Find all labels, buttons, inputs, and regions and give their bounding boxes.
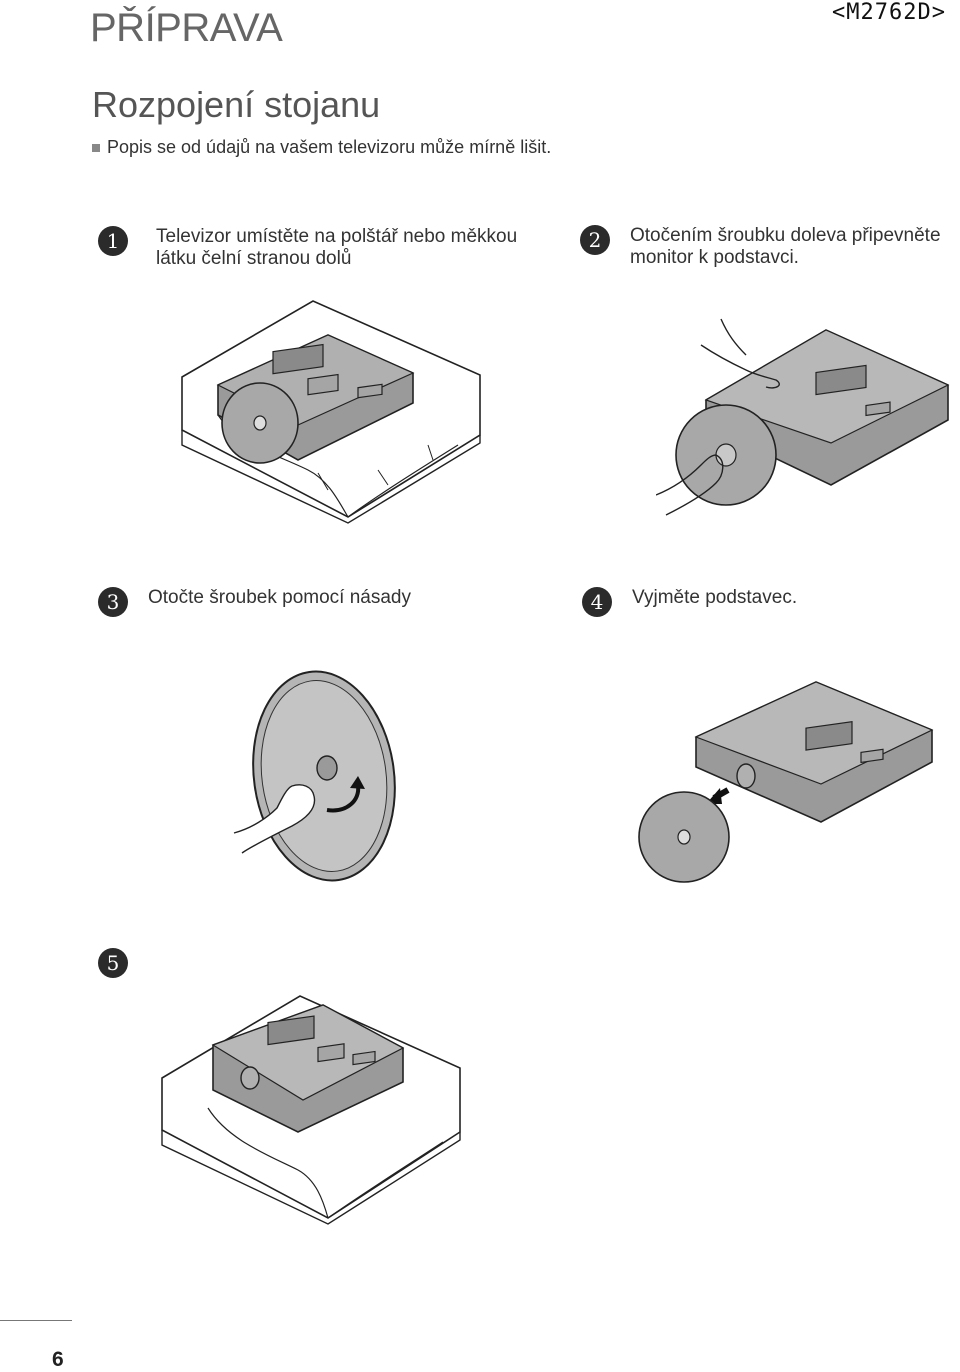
note-text-row: Popis se od údajů na vašem televizoru mů… xyxy=(92,137,551,158)
note-text: Popis se od údajů na vašem televizoru mů… xyxy=(107,137,552,157)
step-5-number-badge: 5 xyxy=(98,948,128,978)
monitor-on-cushion-without-stand-illustration xyxy=(161,995,461,1225)
step-5: 5 xyxy=(98,948,128,978)
page-number: 6 xyxy=(52,1348,64,1371)
step-2-text-line2: monitor k podstavci. xyxy=(630,247,799,268)
step-1-text: Televizor umístěte na polštář nebo měkko… xyxy=(156,226,536,270)
step-4-number-badge: 4 xyxy=(582,587,612,617)
step-2-number-badge: 2 xyxy=(580,225,610,255)
step-4-text-line1: Vyjměte podstavec. xyxy=(632,587,798,608)
monitor-on-cushion-with-stand-illustration xyxy=(181,300,481,524)
step-1-text-line2: látku čelní stranou dolů xyxy=(156,248,352,269)
stand-disc-with-hand-illustration xyxy=(233,670,396,882)
model-label: <M2762D> xyxy=(832,0,946,25)
curved-arrow-icon xyxy=(326,785,361,813)
step-3: 3 Otočte šroubek pomocí násady xyxy=(98,587,528,617)
step-3-text-line1: Otočte šroubek pomocí násady xyxy=(148,587,411,608)
step-1-text-line1: Televizor umístěte na polštář nebo měkko… xyxy=(156,226,518,247)
page-header-title: PŘÍPRAVA xyxy=(90,6,283,50)
step-2-text-line1: Otočením šroubku doleva připevněte xyxy=(630,225,941,246)
step-1-number-badge: 1 xyxy=(98,226,128,256)
section-title: Rozpojení stojanu xyxy=(92,84,381,125)
hands-turning-screw-illustration xyxy=(656,318,950,516)
figure-step-2 xyxy=(656,315,956,540)
square-bullet-icon xyxy=(92,143,100,152)
step-4: 4 Vyjměte podstavec. xyxy=(582,587,952,617)
stand-removal-illustration xyxy=(638,681,934,883)
step-2: 2 Otočením šroubku doleva připevněte mon… xyxy=(580,225,960,269)
footer-divider xyxy=(0,1320,72,1321)
figure-step-5 xyxy=(158,990,468,1225)
figure-step-1 xyxy=(178,295,488,525)
figure-step-3 xyxy=(232,668,402,888)
step-1: 1 Televizor umístěte na polštář nebo měk… xyxy=(98,226,536,270)
figure-step-4 xyxy=(636,672,936,887)
step-3-number-badge: 3 xyxy=(98,587,128,617)
step-2-text: Otočením šroubku doleva připevněte monit… xyxy=(630,225,960,269)
step-4-text: Vyjměte podstavec. xyxy=(632,587,952,609)
step-3-text: Otočte šroubek pomocí násady xyxy=(148,587,528,609)
